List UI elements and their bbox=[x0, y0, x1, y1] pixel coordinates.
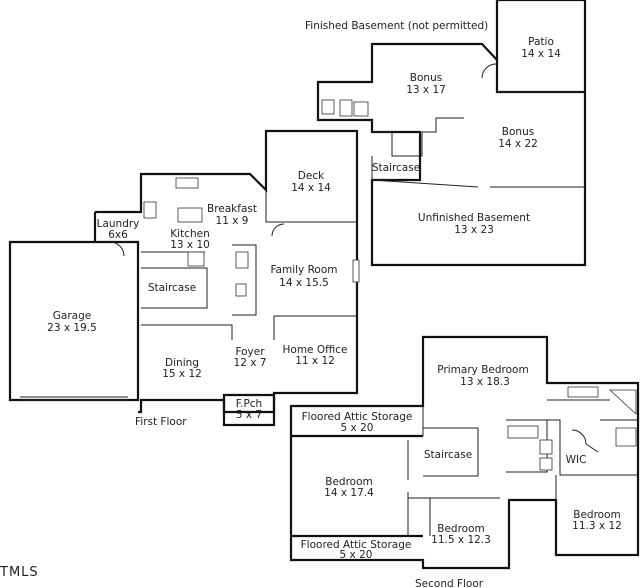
basement-plan bbox=[316, 0, 587, 267]
room-foyer-name: Foyer bbox=[235, 346, 265, 358]
room-patio-size: 14 x 14 bbox=[521, 48, 561, 60]
watermark-logo: TMLS bbox=[0, 565, 39, 580]
room-first-staircase: Staircase bbox=[148, 282, 196, 294]
room-foyer-size: 12 x 7 bbox=[234, 357, 267, 369]
room-attic-bottom-size: 5 x 20 bbox=[340, 549, 373, 561]
room-attic-top-name: Floored Attic Storage bbox=[302, 411, 413, 423]
caption-first-floor: First Floor bbox=[135, 416, 187, 428]
room-porch-name: F.Pch bbox=[236, 398, 262, 410]
room-primary-name: Primary Bedroom bbox=[437, 364, 528, 376]
room-kitchen-name: Kitchen bbox=[170, 228, 209, 240]
room-deck-size: 14 x 14 bbox=[291, 182, 331, 194]
room-bed3-size: 11.5 x 12.3 bbox=[431, 534, 491, 546]
room-bed2-name: Bedroom bbox=[573, 509, 621, 521]
room-unfinished-name: Unfinished Basement bbox=[418, 212, 530, 224]
caption-second-floor: Second Floor bbox=[415, 578, 484, 588]
room-bonus2-name: Bonus bbox=[502, 126, 534, 138]
room-bed2-size: 11.3 x 12 bbox=[572, 520, 622, 532]
room-deck-name: Deck bbox=[298, 170, 325, 182]
room-attic-bottom-name: Floored Attic Storage bbox=[301, 539, 412, 551]
room-second-staircase: Staircase bbox=[424, 449, 472, 461]
room-dining-name: Dining bbox=[165, 357, 199, 369]
room-breakfast-size: 11 x 9 bbox=[216, 215, 249, 227]
room-porch-size: 5 x 7 bbox=[236, 409, 262, 421]
room-bonus1-size: 13 x 17 bbox=[406, 84, 446, 96]
room-wic: WIC bbox=[566, 454, 587, 466]
room-unfinished-size: 13 x 23 bbox=[454, 224, 494, 236]
room-office-name: Home Office bbox=[283, 344, 348, 356]
room-laundry-name: Laundry bbox=[97, 218, 140, 230]
room-bonus1-name: Bonus bbox=[410, 72, 442, 84]
first-floor-plan bbox=[8, 129, 360, 427]
room-bonus2-size: 14 x 22 bbox=[498, 138, 538, 150]
room-primary-size: 13 x 18.3 bbox=[460, 376, 510, 388]
room-family-size: 14 x 15.5 bbox=[279, 277, 329, 289]
room-family-name: Family Room bbox=[270, 264, 337, 276]
room-garage-name: Garage bbox=[53, 310, 91, 322]
room-laundry-size: 6x6 bbox=[108, 229, 128, 241]
room-dining-size: 15 x 12 bbox=[162, 368, 202, 380]
room-garage-size: 23 x 19.5 bbox=[47, 322, 97, 334]
room-patio-name: Patio bbox=[528, 36, 554, 48]
room-kitchen-size: 13 x 10 bbox=[170, 239, 210, 251]
room-breakfast-name: Breakfast bbox=[207, 203, 257, 215]
room-attic-top-size: 5 x 20 bbox=[341, 422, 374, 434]
room-bed1-size: 14 x 17.4 bbox=[324, 487, 374, 499]
room-office-size: 11 x 12 bbox=[295, 355, 335, 367]
room-bed1-name: Bedroom bbox=[325, 476, 373, 488]
room-bed3-name: Bedroom bbox=[437, 523, 485, 535]
caption-basement: Finished Basement (not permitted) bbox=[305, 20, 488, 32]
room-basement-staircase: Staircase bbox=[372, 162, 420, 174]
second-floor-plan bbox=[289, 335, 640, 570]
